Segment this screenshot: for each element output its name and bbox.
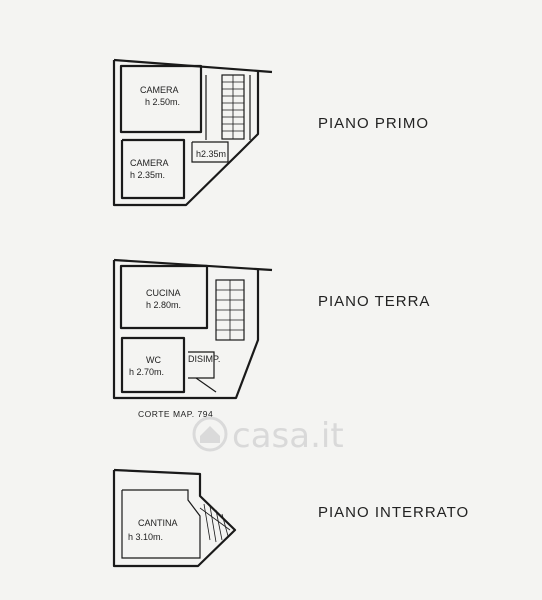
room-height: h 2.50m.	[145, 97, 180, 107]
floor-plan-piano-primo: CAMERA h 2.50m. CAMERA h 2.35m. h2.35m	[112, 58, 273, 207]
watermark-text: casa.it	[232, 416, 344, 456]
room-small	[191, 141, 229, 163]
room-height: h 3.10m.	[128, 532, 163, 542]
room-name: CANTINA	[138, 518, 178, 528]
room-camera-1	[119, 64, 203, 134]
room-height: h 2.80m.	[146, 300, 181, 310]
wall-outline	[112, 60, 260, 207]
stairs-terra	[215, 279, 245, 341]
watermark: casa.it	[192, 416, 344, 456]
room-cucina	[119, 264, 209, 330]
stairs-primo	[221, 74, 245, 140]
room-height: h 2.35m.	[130, 170, 165, 180]
wall-outline	[112, 468, 237, 568]
room-name: CAMERA	[140, 85, 179, 95]
wall-outline	[112, 260, 260, 400]
casa-house-icon	[192, 416, 228, 452]
room-height: h 2.70m.	[129, 367, 164, 377]
floor-label-interrato: PIANO INTERRATO	[318, 504, 469, 521]
room-name: WC	[146, 355, 161, 365]
room-wc	[120, 336, 186, 394]
room-cantina	[121, 489, 201, 559]
room-camera-2	[120, 138, 186, 200]
stairs-interrato	[199, 503, 231, 543]
floor-plan-piano-interrato: CANTINA h 3.10m.	[112, 468, 237, 568]
room-disimp	[188, 351, 215, 379]
room-height: h2.35m	[196, 149, 226, 159]
room-name: CAMERA	[130, 158, 169, 168]
room-name: CUCINA	[146, 288, 181, 298]
room-name: DISIMP.	[188, 354, 220, 364]
corte-note: CORTE MAP. 794	[138, 409, 213, 419]
floor-plan-piano-terra: CUCINA h 2.80m. WC h 2.70m. DISIMP.	[112, 258, 273, 400]
floor-label-primo: PIANO PRIMO	[318, 115, 429, 132]
floor-label-terra: PIANO TERRA	[318, 293, 430, 310]
